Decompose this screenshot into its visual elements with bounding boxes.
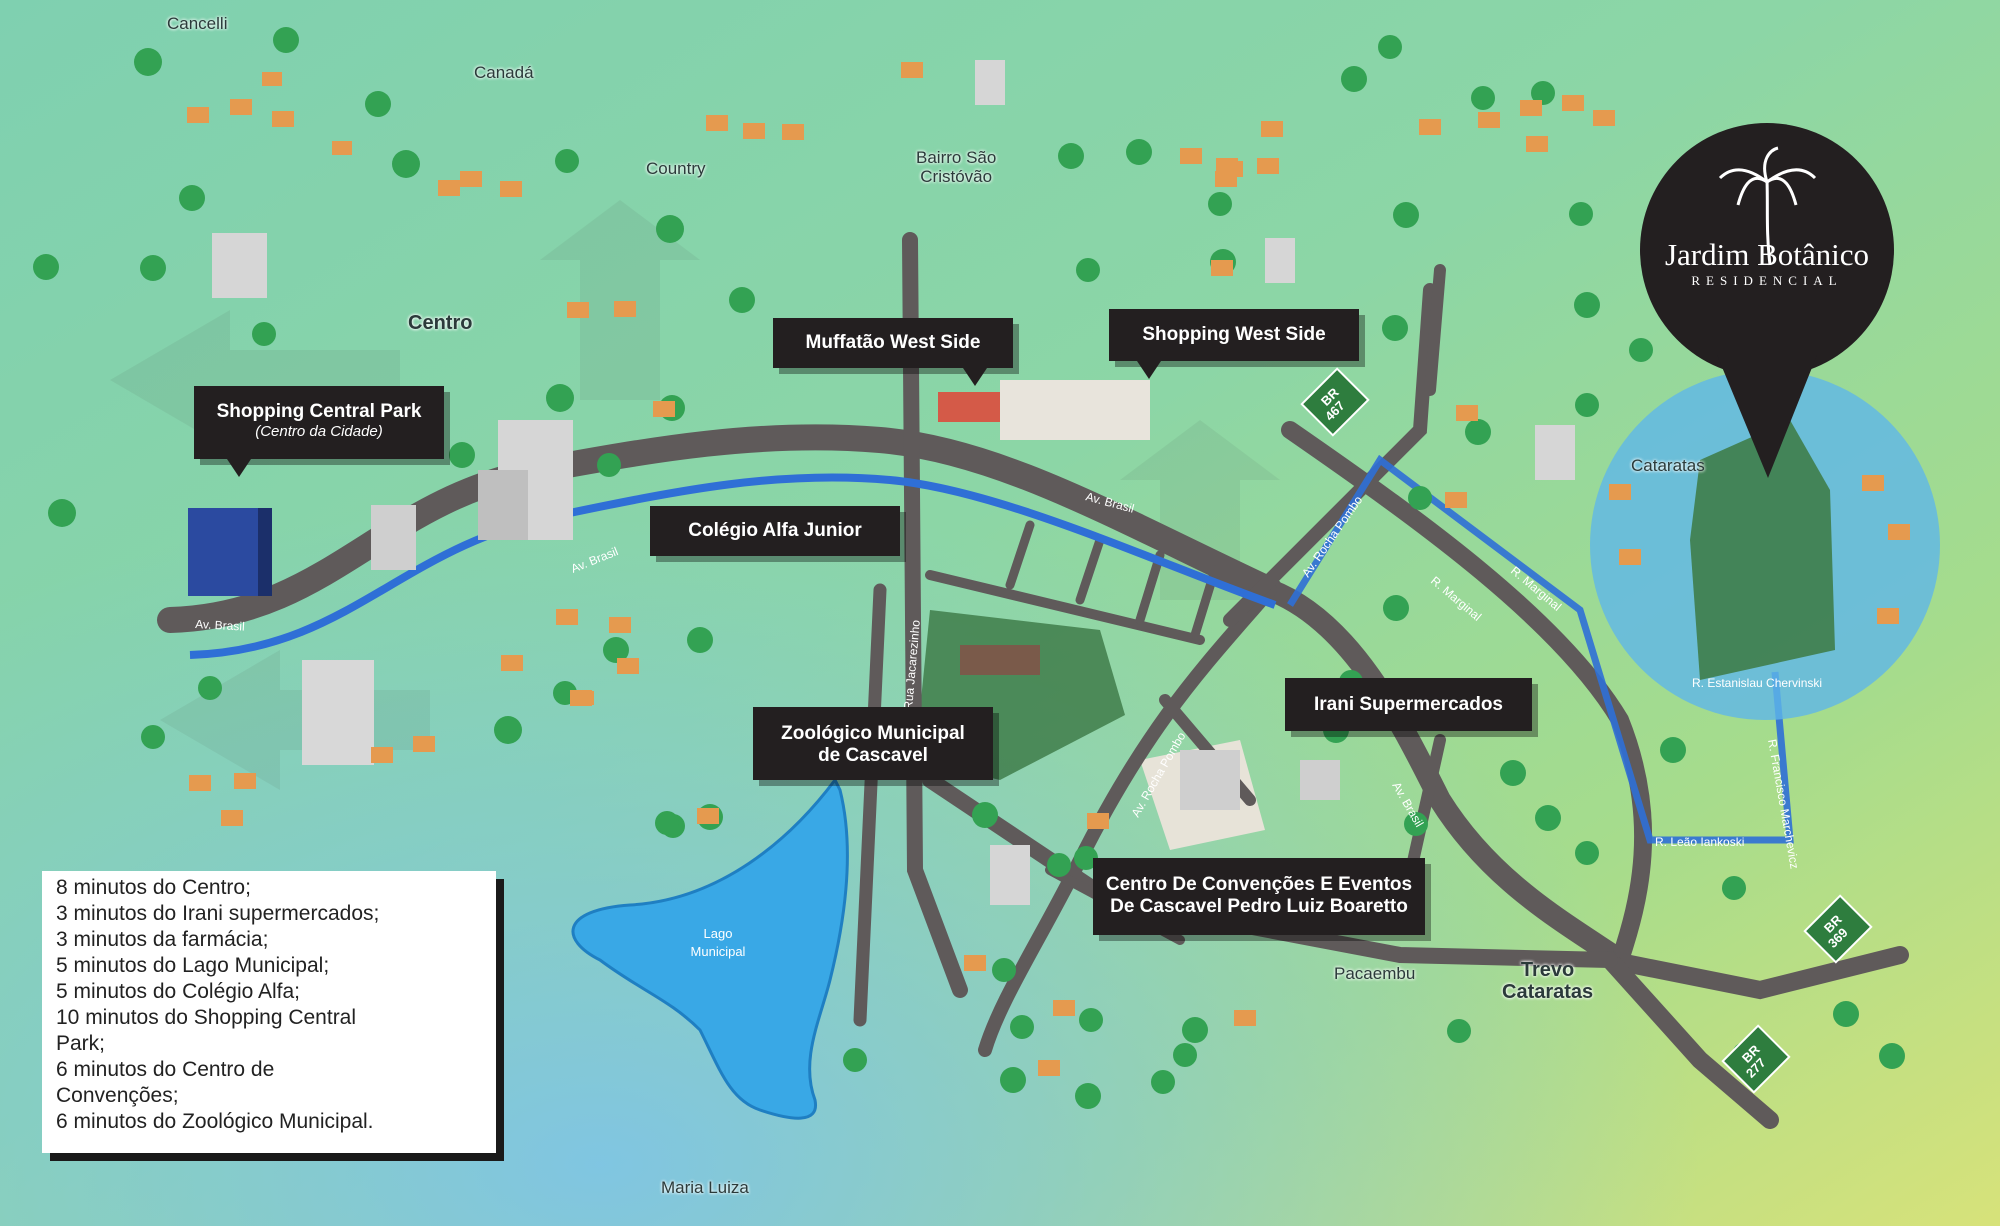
residential-green-area: [1690, 420, 1835, 680]
trevo-cataratas-label: Trevo Cataratas: [1502, 959, 1593, 1003]
callout-irani-label: Irani Supermercados: [1313, 694, 1504, 715]
highway-sign-br369: [1803, 894, 1873, 964]
callout-shopping-central-park-sub: (Centro da Cidade): [255, 423, 383, 440]
highway-sign-br277: [1721, 1024, 1791, 1094]
callout-shopping-west-side-label: Shopping West Side: [1142, 324, 1326, 345]
street-label-r-leao: R. Leão Iankoski: [1655, 835, 1744, 849]
distance-item: 5 minutos do Colégio Alfa;: [56, 980, 300, 1003]
callout-muffatao: Muffatão West Side: [773, 318, 1013, 386]
neighborhood-maria-luiza: Maria Luiza: [661, 1178, 749, 1197]
street-label-r-estanislau: R. Estanislau Chervinski: [1692, 676, 1822, 690]
trevo-label-line1: Trevo: [1520, 959, 1575, 981]
neighborhood-canada: Canadá: [474, 63, 534, 82]
neighborhood-sao-cristovao-line1: Bairro São: [916, 148, 997, 167]
palm-tree-icon: [1718, 146, 1817, 266]
distance-item: 3 minutos da farmácia;: [56, 928, 269, 951]
neighborhood-pacaembu: Pacaembu: [1334, 964, 1416, 983]
callout-centro-convencoes: Centro De Convenções E Eventos De Cascav…: [1093, 858, 1425, 935]
distance-item: 8 minutos do Centro;: [56, 876, 251, 899]
distance-item: 3 minutos do Irani supermercados;: [56, 902, 380, 925]
distance-item: 5 minutos do Lago Municipal;: [56, 954, 330, 977]
callout-zoologico: Zoológico Municipal de Cascavel: [753, 707, 993, 780]
callout-centro-convencoes-line1: Centro De Convenções E Eventos: [1105, 874, 1413, 895]
road-network: [157, 232, 1909, 1129]
distances-info-box: 8 minutos do Centro; 3 minutos do Irani …: [42, 871, 496, 1153]
highway-sign-br467: [1300, 367, 1370, 437]
distance-item: Convenções;: [56, 1084, 179, 1107]
callout-zoologico-line2: de Cascavel: [818, 745, 928, 766]
callout-irani: Irani Supermercados: [1285, 678, 1532, 731]
buildings: [188, 60, 1575, 905]
route-to-residential: [1287, 454, 1794, 844]
distance-item: 6 minutos do Zoológico Municipal.: [56, 1110, 374, 1133]
neighborhood-sao-cristovao-line2: Cristóvão: [920, 166, 993, 186]
neighborhood-sao-cristovao: Bairro São Cristóvão: [916, 148, 997, 186]
street-label-av-brasil-west: Av. Brasil: [195, 617, 245, 634]
callout-zoologico-line1: Zoológico Municipal: [781, 723, 965, 744]
brand-title: Jardim Botânico: [1664, 237, 1870, 272]
neighborhood-cancelli: Cancelli: [167, 14, 228, 33]
neighborhood-cataratas: Cataratas: [1631, 456, 1705, 475]
callout-shopping-central-park-label: Shopping Central Park: [216, 401, 422, 422]
neighborhood-centro: Centro: [408, 312, 473, 334]
houses: [187, 62, 1910, 1076]
callout-muffatao-label: Muffatão West Side: [805, 332, 981, 353]
distance-item: Park;: [56, 1032, 106, 1055]
callout-shopping-west-side: Shopping West Side: [1109, 309, 1359, 379]
callout-shopping-central-park: Shopping Central Park (Centro da Cidade): [194, 386, 444, 477]
neighborhood-country: Country: [646, 159, 706, 178]
callout-colegio-alfa: Colégio Alfa Junior: [650, 506, 900, 556]
lago-municipal: [571, 777, 849, 1120]
lago-label-line1: Lago: [704, 926, 733, 941]
brand-subtitle: RESIDENCIAL: [1691, 273, 1843, 288]
map-marker: [1640, 123, 1894, 478]
distance-item: 10 minutos do Shopping Central: [56, 1006, 357, 1029]
av-brasil-canal: [189, 473, 1277, 659]
callout-centro-convencoes-line2: De Cascavel Pedro Luiz Boaretto: [1110, 896, 1408, 917]
lago-label-line2: Municipal: [691, 944, 746, 959]
trevo-label-line2: Cataratas: [1502, 981, 1594, 1003]
trees: [33, 27, 1905, 1109]
distance-item: 6 minutos do Centro de: [56, 1058, 275, 1081]
callout-colegio-alfa-label: Colégio Alfa Junior: [688, 520, 862, 541]
